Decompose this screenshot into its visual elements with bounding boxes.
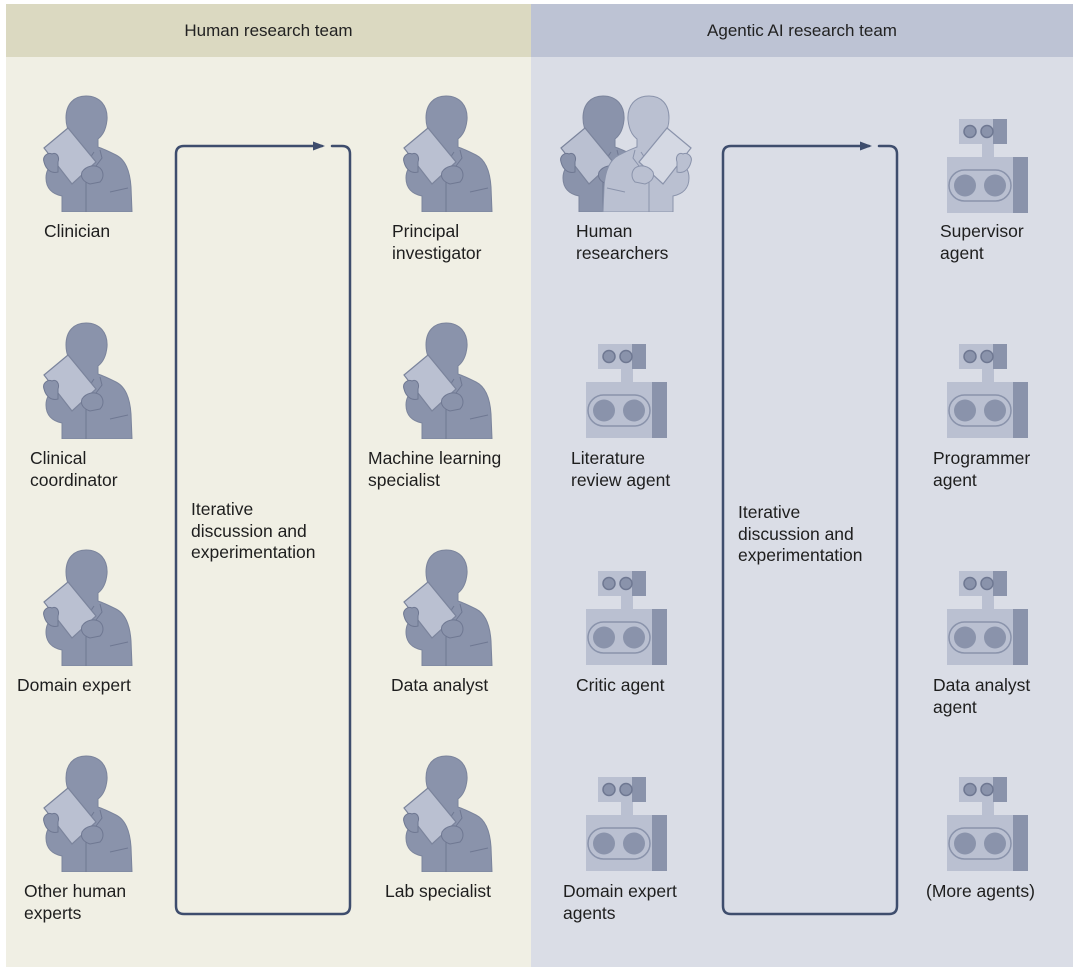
person-icon [398, 546, 498, 666]
person-icon [38, 92, 138, 212]
loop-label: Iterative discussion and experimentation [738, 502, 863, 565]
loop-label: Iterative discussion and experimentation [191, 499, 316, 562]
role-label: Clinician [44, 221, 111, 241]
person-icon [398, 319, 498, 439]
robot-icon [586, 344, 668, 438]
person-icon [398, 92, 498, 212]
two-people-icon [555, 92, 705, 212]
role-label: Data analyst agent [933, 675, 1031, 717]
person-icon [38, 319, 138, 439]
robot-icon [947, 777, 1029, 871]
role-label: Principal investigator [392, 221, 482, 263]
role-label: Clinical coordinator [30, 448, 118, 490]
role-label: Literature review agent [571, 448, 671, 490]
role-label: Domain expert agents [563, 881, 677, 923]
robot-icon [947, 119, 1029, 213]
role-label: Supervisor agent [940, 221, 1024, 263]
role-label: Domain expert [17, 675, 131, 695]
robot-icon [947, 344, 1029, 438]
role-label: Critic agent [576, 675, 665, 695]
role-label: Data analyst [391, 675, 489, 695]
role-label: Human researchers [576, 221, 669, 263]
agent-team-header: Agentic AI research team [531, 4, 1073, 57]
person-icon [38, 546, 138, 666]
robot-icon [586, 571, 668, 665]
role-label: Other human experts [24, 881, 127, 923]
role-label: Programmer agent [933, 448, 1031, 490]
role-label: Lab specialist [385, 881, 492, 901]
robot-icon [947, 571, 1029, 665]
agent-team-panel: Agentic AI research team Human researche… [531, 4, 1073, 967]
iteration-loop-arrow [721, 141, 899, 916]
iteration-loop-arrow [174, 141, 352, 916]
role-label: (More agents) [926, 881, 1035, 901]
person-icon [38, 752, 138, 872]
robot-icon [586, 777, 668, 871]
role-label: Machine learning specialist [368, 448, 502, 490]
person-icon [398, 752, 498, 872]
human-team-header: Human research team [6, 4, 531, 57]
human-team-panel: Human research team Clinician Clinical c… [6, 4, 531, 967]
